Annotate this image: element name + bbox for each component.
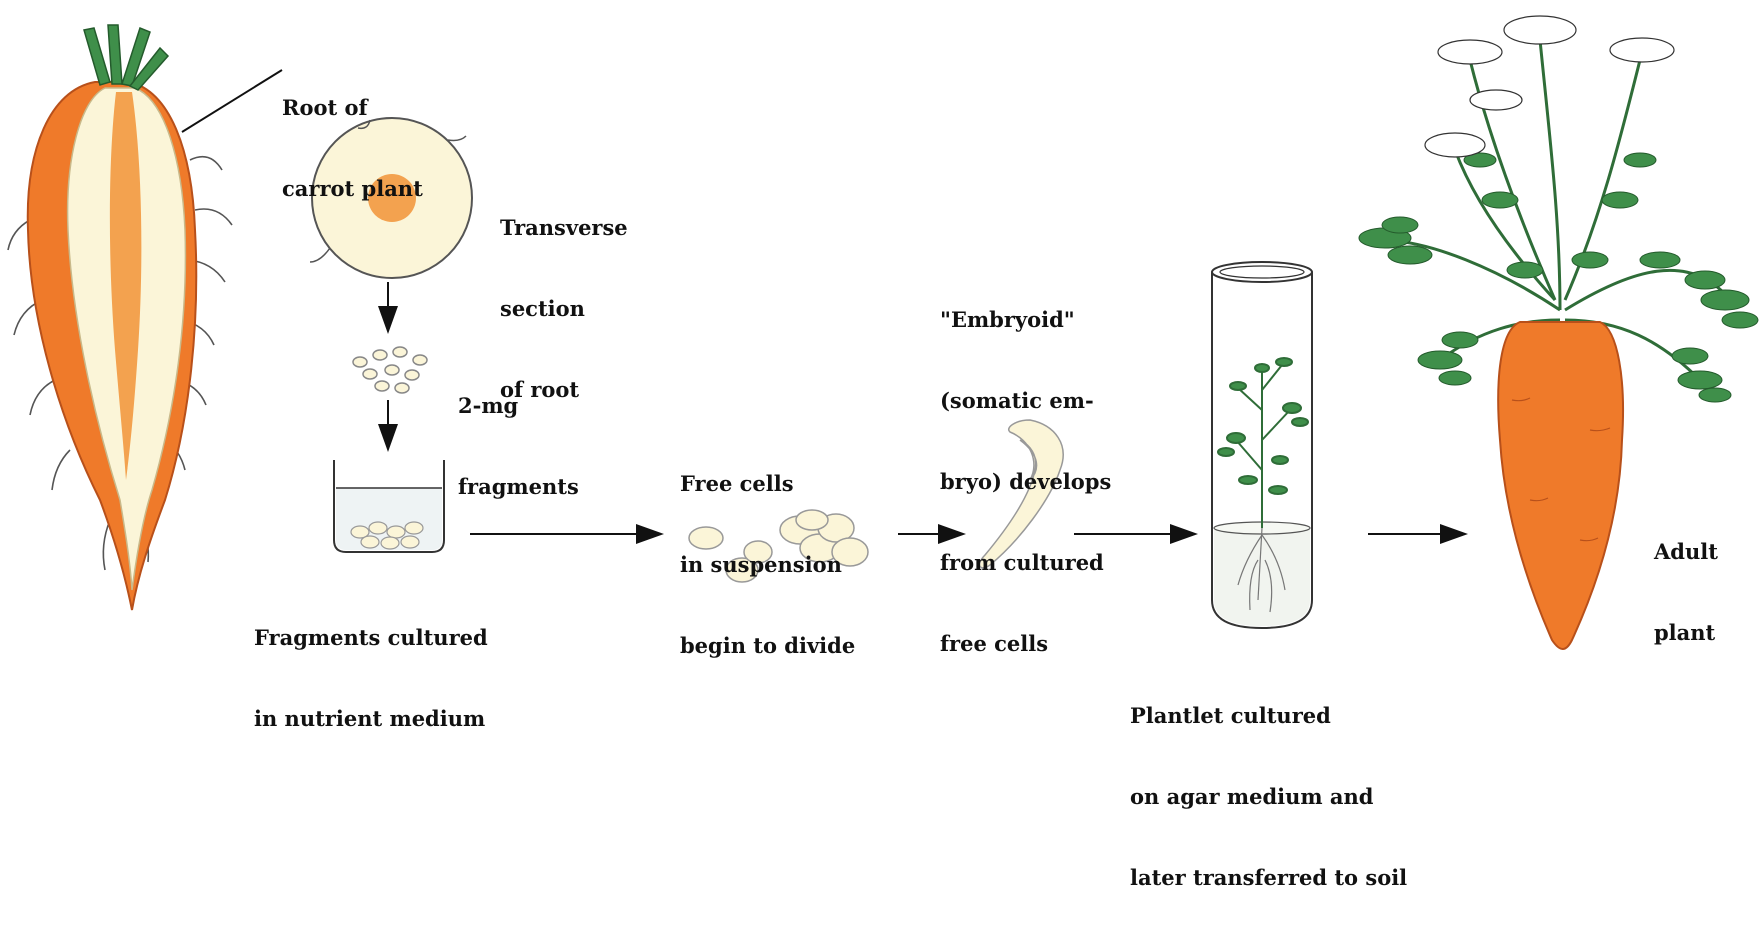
label-line: later transferred to soil bbox=[1130, 864, 1407, 891]
label-line: begin to divide bbox=[680, 632, 855, 659]
culture-vessel-illustration bbox=[334, 460, 444, 552]
label-free-cells: Free cells in suspension begin to divide bbox=[680, 416, 855, 713]
label-fragments: 2-mg fragments bbox=[458, 338, 579, 554]
carrot-root-illustration bbox=[8, 25, 232, 610]
root-label-leader bbox=[182, 70, 282, 132]
label-line: Plantlet cultured bbox=[1130, 702, 1407, 729]
label-line: Root of bbox=[282, 94, 423, 121]
label-line: section bbox=[500, 295, 628, 322]
label-fragments-cultured: Fragments cultured in nutrient medium bbox=[254, 570, 488, 786]
diagram-canvas: Root of carrot plant Transverse section … bbox=[0, 0, 1760, 732]
label-embryoid: "Embryoid" (somatic em- bryo) develops f… bbox=[940, 252, 1111, 711]
test-tube-plantlet-illustration bbox=[1212, 262, 1312, 628]
label-line: in suspension bbox=[680, 551, 855, 578]
label-line: on agar medium and bbox=[1130, 783, 1407, 810]
label-line: free cells bbox=[940, 630, 1111, 657]
label-adult-plant: Adult plant bbox=[1654, 484, 1718, 700]
label-line: Fragments cultured bbox=[254, 624, 488, 651]
label-line: bryo) develops bbox=[940, 468, 1111, 495]
label-line: fragments bbox=[458, 473, 579, 500]
label-line: "Embryoid" bbox=[940, 306, 1111, 333]
label-root-of-carrot: Root of carrot plant bbox=[282, 40, 423, 256]
label-line: Transverse bbox=[500, 214, 628, 241]
label-line: from cultured bbox=[940, 549, 1111, 576]
fragments-illustration bbox=[353, 347, 427, 393]
label-line: Free cells bbox=[680, 470, 855, 497]
label-line: in nutrient medium bbox=[254, 705, 488, 732]
label-line: carrot plant bbox=[282, 175, 423, 202]
label-line: (somatic em- bbox=[940, 387, 1111, 414]
label-line: Adult bbox=[1654, 538, 1718, 565]
label-line: 2-mg bbox=[458, 392, 579, 419]
label-plantlet: Plantlet cultured on agar medium and lat… bbox=[1130, 648, 1407, 945]
label-line: plant bbox=[1654, 619, 1718, 646]
